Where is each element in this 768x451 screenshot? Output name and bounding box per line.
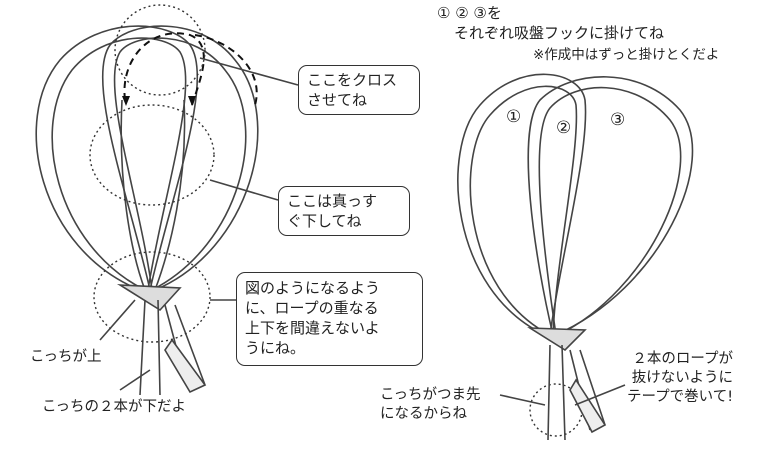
direction-arrows [123, 32, 258, 106]
callout-cross: ここをクロス させてね [298, 65, 420, 115]
label-toe: こっちがつま先 になるからね [380, 386, 480, 424]
label-tape-line1: ２本のロープが [632, 351, 734, 367]
loop-label-3: ③ [610, 110, 626, 130]
right-rope-loops [457, 73, 694, 336]
callout-overlap-line4: うにね。 [245, 339, 306, 357]
callout-overlap: 図のようになるよう に、ロープの重なる 上下を間違えないよ うにね。 [236, 272, 423, 366]
header-line2: それぞれ吸盤フックに掛けてね [454, 24, 665, 42]
label-toe-line1: こっちがつま先 [380, 387, 481, 403]
header-line1: ① ② ③を [437, 4, 502, 22]
label-tape-line2: 抜けないように [631, 370, 734, 386]
loop-label-2: ② [556, 118, 572, 138]
callout-cross-line2: させてね [307, 91, 368, 109]
callout-straight: ここは真っす ぐ下してね [278, 186, 410, 236]
header-note: ※作成中はずっと掛けとくだよ [533, 47, 720, 63]
callout-overlap-line2: に、ロープの重なる [245, 299, 379, 317]
left-rope-loops [35, 25, 259, 291]
callout-overlap-line3: 上下を間違えないよ [245, 319, 380, 337]
callout-straight-line1: ここは真っす [287, 192, 378, 210]
callout-straight-line2: ぐ下してね [287, 212, 362, 230]
label-bottom: こっちの２本が下だよ [42, 399, 186, 415]
label-tape-line3: テープで巻いて! [627, 389, 734, 405]
label-toe-line2: になるからね [380, 406, 467, 422]
callout-overlap-line1: 図のようになるよう [245, 279, 381, 297]
loop-label-1: ① [506, 107, 522, 127]
label-top: こっちが上 [30, 349, 102, 365]
callout-cross-line1: ここをクロス [307, 71, 398, 89]
label-tape: ２本のロープが 抜けないように テープで巻いて! [627, 350, 733, 407]
